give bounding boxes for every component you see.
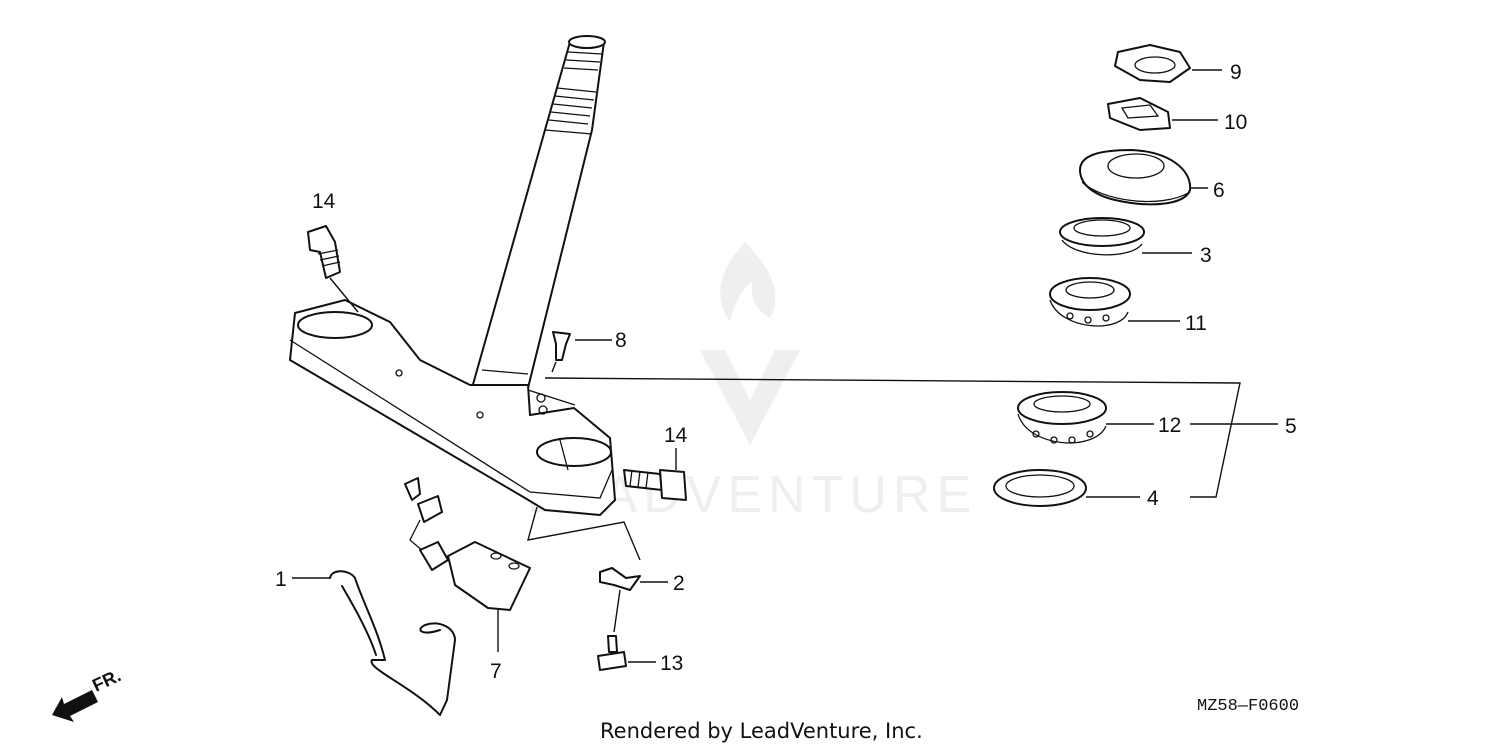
nut-6 xyxy=(1079,149,1208,206)
steering-bracket xyxy=(289,299,616,516)
bolt-14-upper xyxy=(307,225,359,313)
key-switch-7 xyxy=(404,477,531,652)
washer-10 xyxy=(1107,97,1218,131)
label-8: 8 xyxy=(615,329,627,352)
label-14-upper: 14 xyxy=(312,190,336,213)
diagram-code: MZ58—F0600 xyxy=(1197,697,1299,716)
bearing-12 xyxy=(1017,391,1154,444)
label-2: 2 xyxy=(673,572,685,595)
steering-stem xyxy=(469,35,606,401)
label-7: 7 xyxy=(490,660,502,683)
label-1: 1 xyxy=(275,568,287,591)
race-3 xyxy=(1059,217,1192,256)
label-10: 10 xyxy=(1224,111,1247,134)
bearing-11 xyxy=(1049,277,1180,327)
bolt-13 xyxy=(597,635,656,671)
label-5: 5 xyxy=(1285,415,1297,438)
direction-label: FR. xyxy=(89,665,124,695)
label-4: 4 xyxy=(1147,487,1159,510)
credit-text: Rendered by LeadVenture, Inc. xyxy=(600,719,923,743)
label-13: 13 xyxy=(660,652,683,675)
label-3: 3 xyxy=(1200,244,1212,267)
bolt-14-lower xyxy=(623,448,687,501)
screw-8 xyxy=(551,331,612,373)
label-11: 11 xyxy=(1185,312,1207,335)
clip-2 xyxy=(599,567,668,633)
label-6: 6 xyxy=(1213,179,1225,202)
wire-clip-1 xyxy=(292,570,456,716)
label-14-lower: 14 xyxy=(664,424,688,447)
label-9: 9 xyxy=(1230,61,1242,84)
nut-9 xyxy=(1114,44,1222,83)
bracket-leader xyxy=(527,506,641,561)
label-12: 12 xyxy=(1158,414,1181,437)
assembly-5-leader xyxy=(544,377,1278,498)
race-4 xyxy=(993,469,1140,507)
front-arrow-icon: FR. xyxy=(52,665,124,722)
